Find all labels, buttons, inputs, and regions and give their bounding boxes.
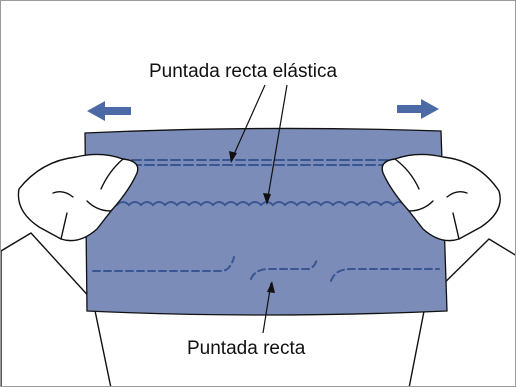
right-hand (381, 153, 501, 242)
wave-stitch-line (92, 201, 418, 207)
fabric-sheet (84, 127, 448, 316)
arrow-left-icon (87, 101, 131, 121)
left-forearm (1, 232, 112, 386)
elastic-straight-stitch-line (92, 159, 440, 166)
leader-line-elastic-to-double (230, 84, 266, 162)
straight-stitch-label: Puntada recta (187, 338, 306, 359)
arrow-right-icon (397, 99, 439, 119)
elastic-straight-stitch-label: Puntada recta elástica (149, 61, 338, 82)
leader-line-elastic-to-wave (266, 84, 288, 204)
left-hand (17, 153, 139, 242)
right-forearm (408, 238, 515, 386)
straight-stitch-line (92, 256, 440, 282)
